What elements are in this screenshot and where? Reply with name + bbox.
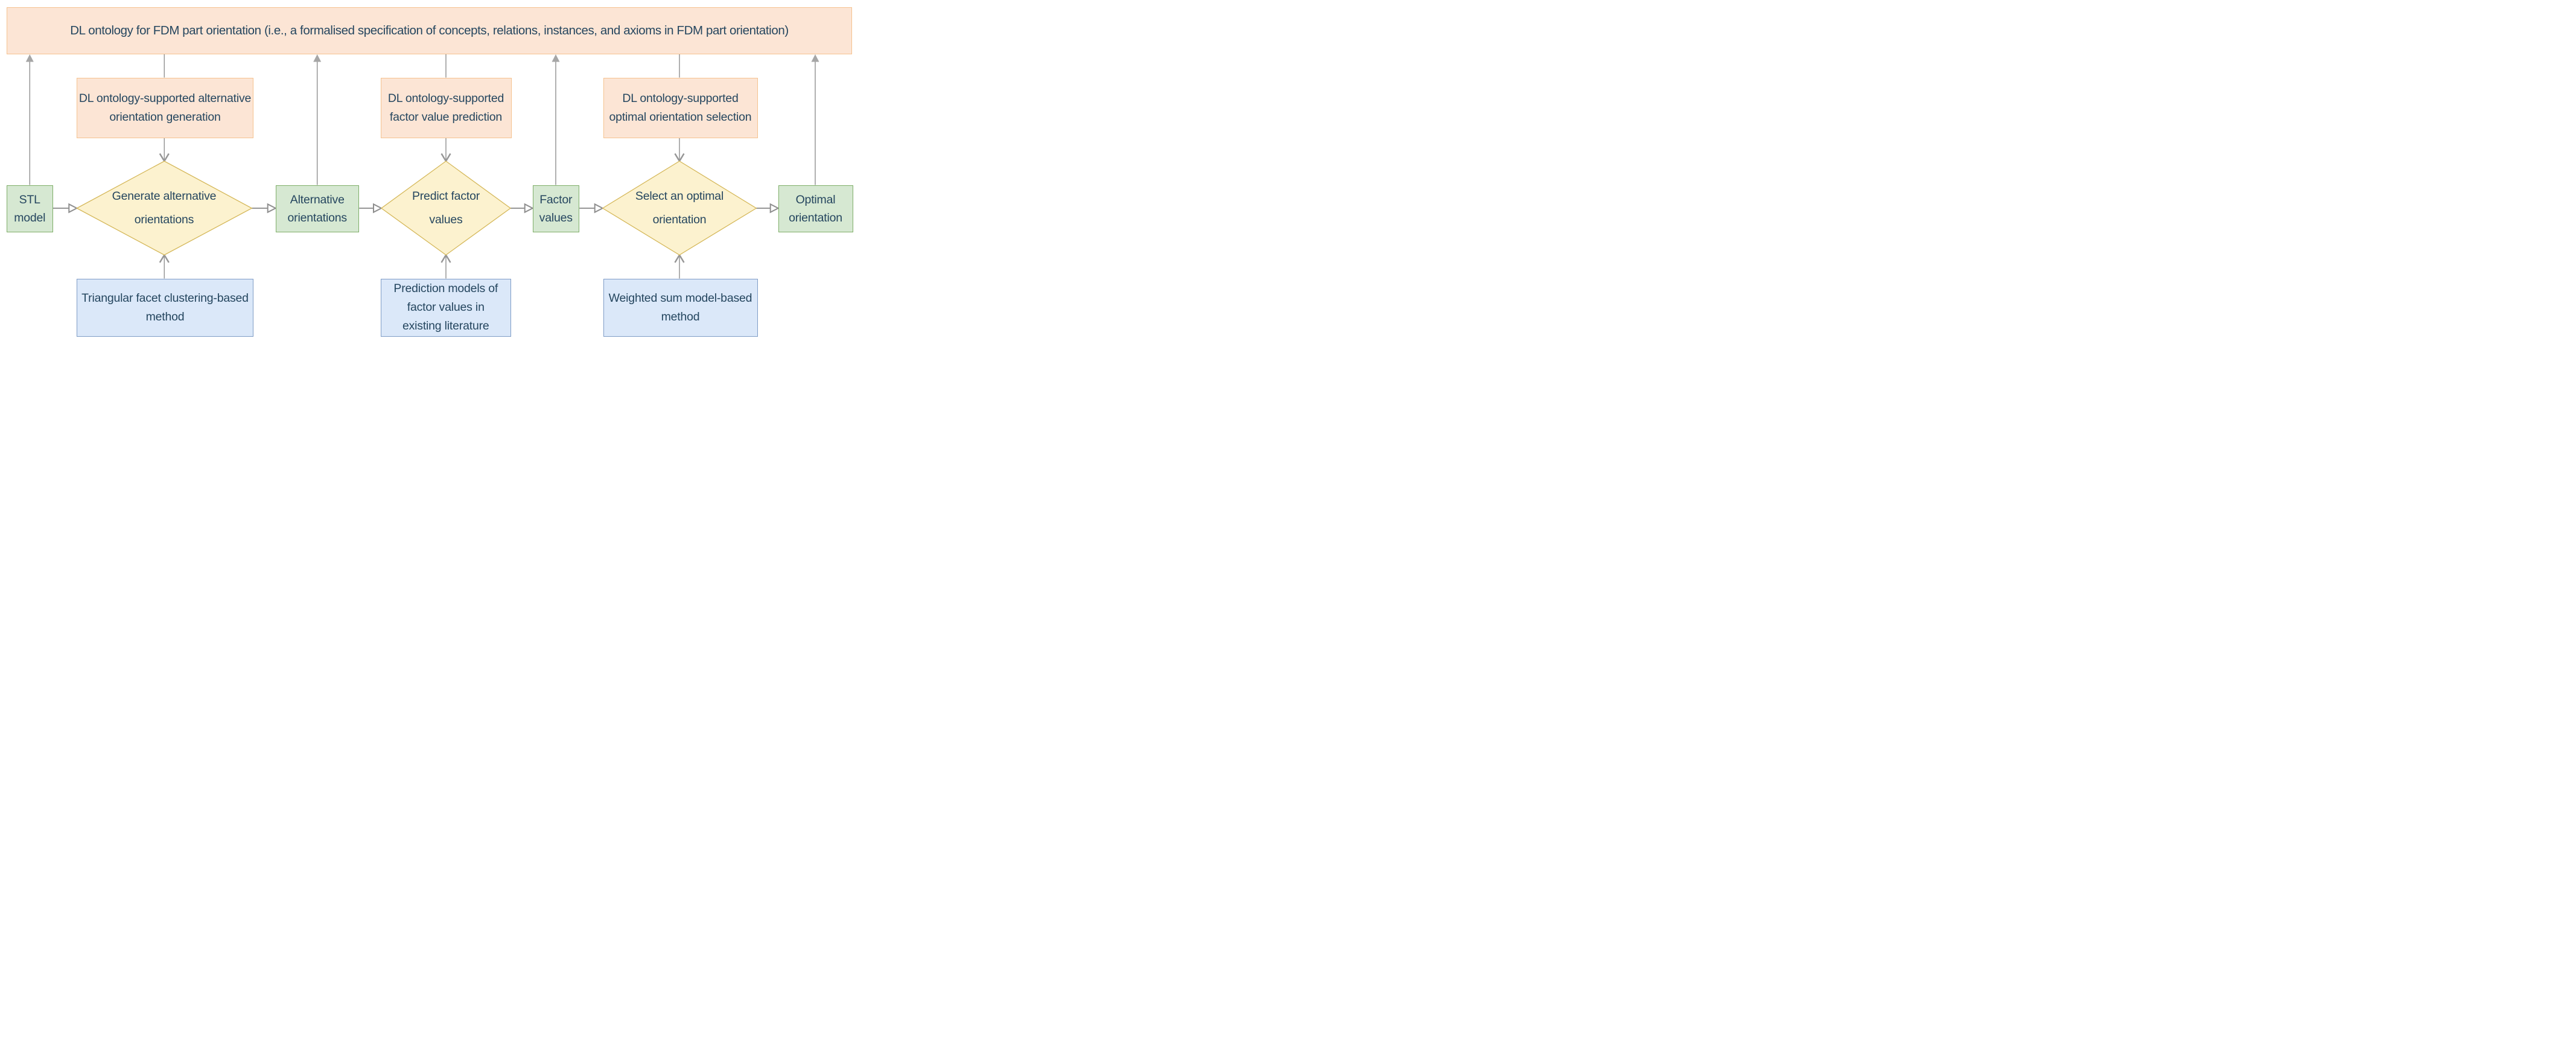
data-node-label: Optimal orientation [789,193,842,224]
process-label-predict-factor-values: Predict factor values [401,185,491,232]
arrow-right-open-icon [769,203,780,214]
fdm-orientation-flowchart: DL ontology for FDM part orientation (i.… [0,0,859,346]
method-node-weighted-sum: Weighted sum model-based method [603,278,758,337]
process-label-text: Generate alternative orientations [112,189,217,226]
arrow-right-open-icon [594,203,604,214]
ontology-banner-label: DL ontology for FDM part orientation (i.… [70,24,789,37]
data-node-label: Alternative orientations [287,193,348,224]
arrow-up-filled-icon [313,54,322,62]
process-label-text: Predict factor values [412,189,480,226]
module-alternative-orientation-generation: DL ontology-supported alternative orient… [77,77,253,138]
module-factor-value-prediction: DL ontology-supported factor value predi… [380,77,512,138]
arrow-right-open-icon [68,203,78,214]
arrow-up-filled-icon [552,54,560,62]
process-diamond-generate-alternative-orientations [75,161,253,256]
module-optimal-orientation-selection: DL ontology-supported optimal orientatio… [603,77,758,138]
module-label: DL ontology-supported alternative orient… [78,91,252,124]
process-label-select-optimal-orientation: Select an optimal orientation [622,185,737,232]
process-label-text: Select an optimal orientation [635,189,724,226]
method-node-label: Prediction models of factor values in ex… [393,282,498,333]
data-node-optimal-orientation: Optimal orientation [778,185,853,232]
module-label: DL ontology-supported optimal orientatio… [609,91,752,124]
data-node-factor-values: Factor values [532,185,579,232]
method-node-facet-clustering: Triangular facet clustering-based method [77,278,253,337]
data-node-label: Factor values [539,193,573,224]
arrow-up-filled-icon [811,54,819,62]
arrow-right-open-icon [267,203,277,214]
method-node-label: Weighted sum model-based method [608,291,752,323]
data-node-stl-model: STL model [6,185,53,232]
arrow-right-open-icon [524,203,534,214]
module-label: DL ontology-supported factor value predi… [387,91,504,124]
arrow-up-filled-icon [25,54,34,62]
data-node-alternative-orientations: Alternative orientations [275,185,359,232]
connector-layer [25,54,819,279]
method-node-label: Triangular facet clustering-based method [81,291,249,323]
arrow-right-open-icon [373,203,383,214]
ontology-banner: DL ontology for FDM part orientation (i.… [7,7,852,54]
process-label-generate-alternative-orientations: Generate alternative orientations [104,185,224,232]
process-diamond-predict-factor-values [380,161,512,256]
method-node-prediction-models: Prediction models of factor values in ex… [380,278,511,337]
process-diamond-select-optimal-orientation [602,161,757,256]
data-node-label: STL model [14,193,46,224]
